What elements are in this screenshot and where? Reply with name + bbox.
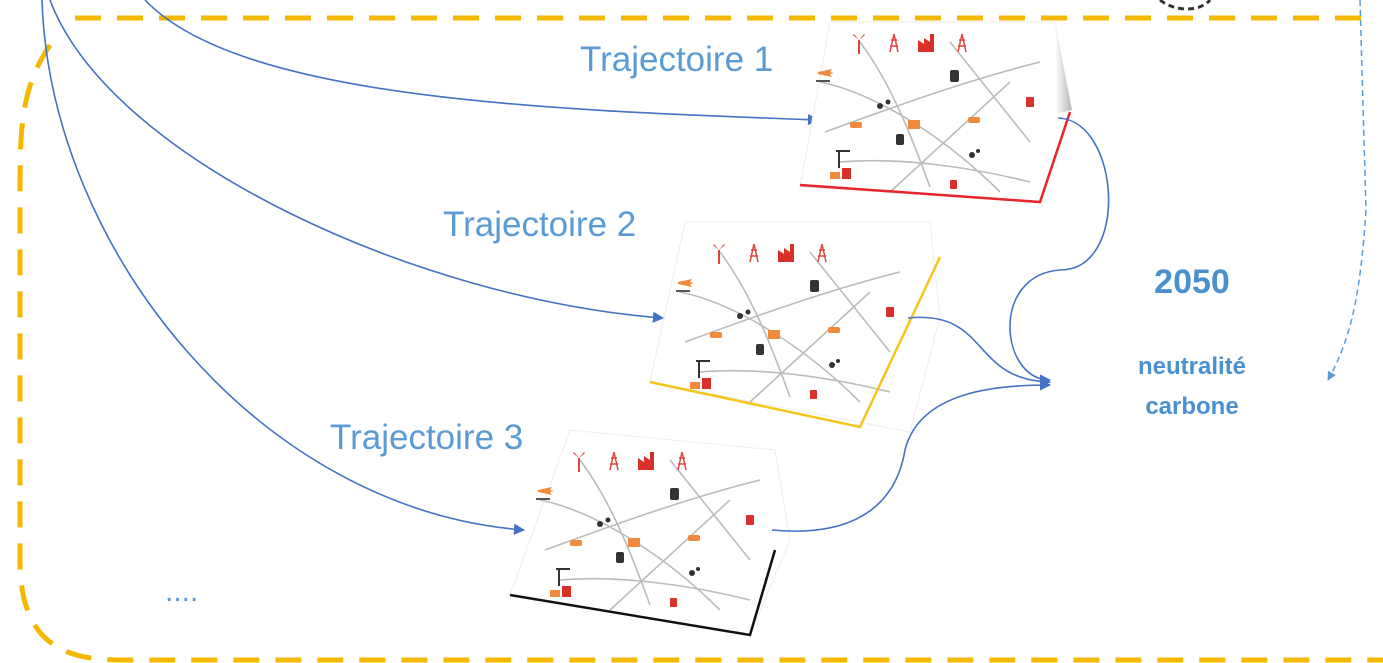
scope-frame [17, 15, 1383, 663]
trajectory-map-2 [649, 221, 942, 433]
arrow-to-traj-2 [49, 0, 665, 323]
goal-line-2: carbone [1145, 393, 1239, 420]
goal-year: 2050 [1154, 263, 1230, 301]
arrow-to-traj-3 [41, 0, 526, 535]
top-right-icon [1159, 0, 1212, 11]
more-trajectories-ellipsis: .... [165, 575, 199, 608]
arrow-from-traj-2 [907, 316, 1052, 388]
arrow-from-traj-3 [771, 379, 1052, 532]
goal-line-1: neutralité [1137, 353, 1247, 380]
trajectory-label-2: Trajectoire 2 [443, 205, 637, 244]
arrow-to-traj-1 [144, 0, 820, 126]
trajectory-map-1 [799, 21, 1072, 204]
trajectory-label-3: Trajectoire 3 [330, 418, 524, 457]
trajectory-map-3 [509, 429, 791, 637]
arrow-from-traj-1 [1009, 117, 1110, 386]
feedback-arrow [1327, 0, 1367, 381]
trajectory-label-1: Trajectoire 1 [580, 40, 774, 79]
